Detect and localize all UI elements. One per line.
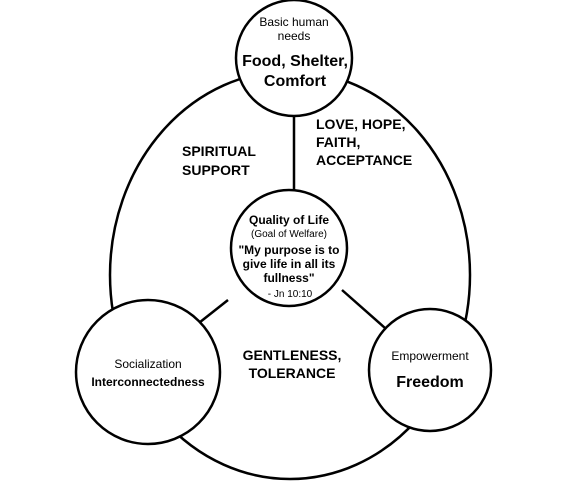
node-left-circle — [74, 298, 222, 446]
connector-right — [341, 289, 386, 329]
center-node-quote: "My purpose is to give life in all its f… — [238, 243, 340, 285]
left-node-subtitle: Socialization — [114, 357, 182, 371]
top-node-title: Food, Shelter, Comfort — [242, 53, 348, 90]
region-label-gentleness: GENTLENESS, TOLERANCE — [242, 347, 342, 381]
center-node-subtitle: (Goal of Welfare) — [251, 229, 327, 240]
center-node-citation: - Jn 10:10 — [267, 289, 313, 300]
node-center-circle — [229, 188, 349, 308]
left-node-title: Interconnectedness — [91, 375, 205, 389]
right-node-subtitle: Empowerment — [391, 349, 469, 363]
region-label-love-hope: LOVE, HOPE, FAITH, ACCEPTANCE — [316, 116, 413, 168]
center-node-title: Quality of Life — [248, 213, 329, 227]
top-node-subtitle: Basic human needs — [259, 15, 329, 43]
right-node-title: Freedom — [396, 374, 464, 391]
node-right-circle — [367, 307, 493, 433]
node-top-circle — [234, 0, 354, 118]
region-label-spiritual-support: SPIRITUAL SUPPORT — [182, 143, 256, 178]
